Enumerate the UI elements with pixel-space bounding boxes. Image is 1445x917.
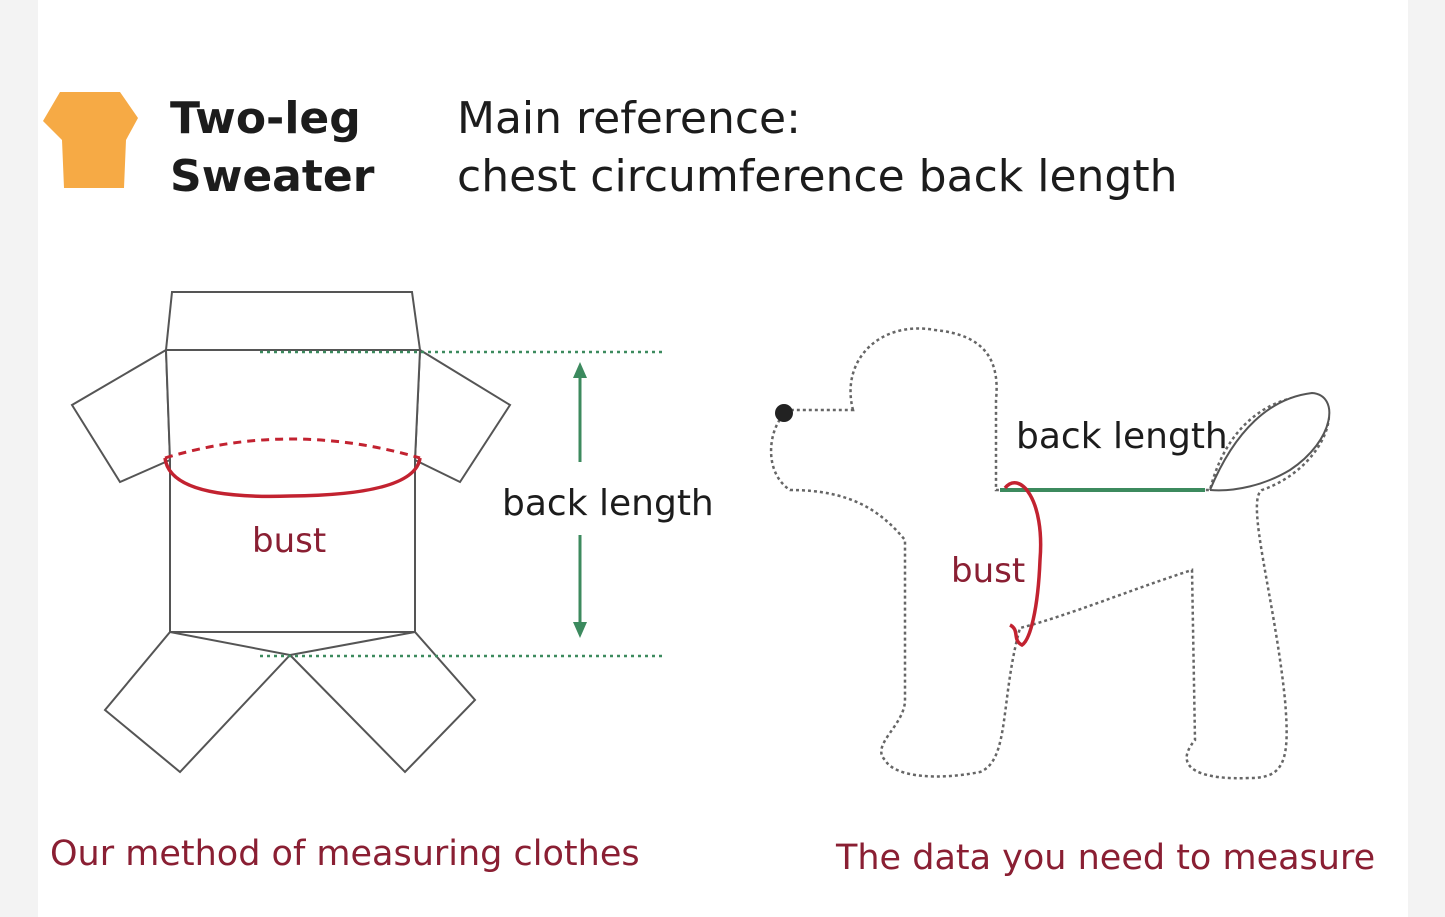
dog-caption: The data you need to measure (836, 838, 1376, 878)
reference-text: Main reference: chest circumference back… (457, 90, 1177, 206)
sweater-icon (43, 92, 138, 188)
dog-bust-label: bust (951, 551, 1025, 591)
garment-bust-label: bust (252, 521, 326, 561)
garment-back-length-label: back length (502, 483, 714, 524)
garment-outline (70, 291, 512, 774)
garment-back-length-guides (260, 350, 665, 658)
garment-bust-line (163, 437, 422, 499)
dog-nose-icon (775, 404, 793, 422)
reference-line-1: Main reference: (457, 93, 801, 144)
title-line-2: Sweater (170, 151, 375, 202)
dog-bust-line (1003, 481, 1043, 648)
title-line-1: Two-leg (170, 93, 361, 144)
clothes-caption: Our method of measuring clothes (50, 834, 640, 874)
product-title: Two-leg Sweater (170, 90, 374, 206)
dog-tail (1209, 391, 1331, 492)
reference-line-2: chest circumference back length (457, 151, 1178, 202)
garment-back-length-arrow (573, 362, 587, 638)
dog-back-length-label: back length (1016, 416, 1228, 457)
dog-outline (769, 327, 1330, 780)
